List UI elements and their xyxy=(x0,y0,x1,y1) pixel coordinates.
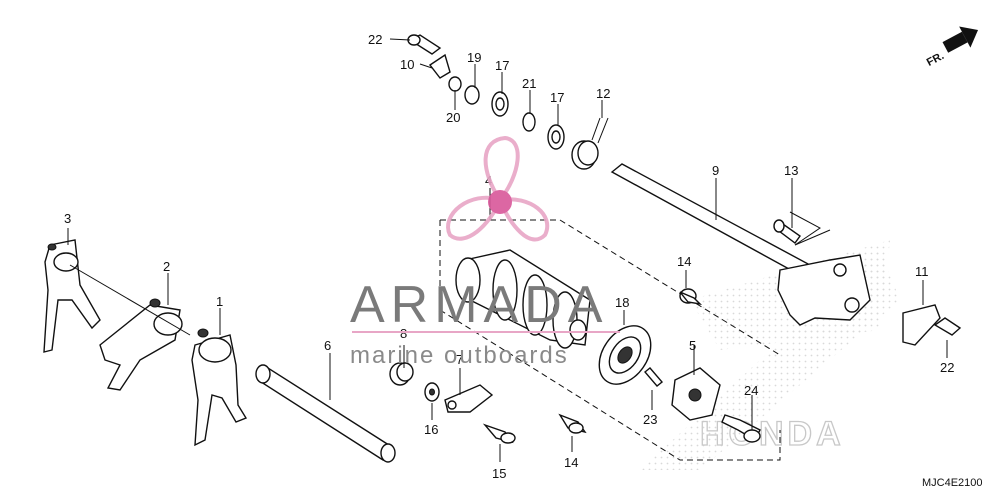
watermark-main: ARMADA xyxy=(350,276,608,334)
stopper-arm-7 xyxy=(444,384,494,413)
collar-19 xyxy=(464,85,480,105)
callout-7: 7 xyxy=(456,352,463,367)
spring-8 xyxy=(389,362,414,386)
callout-20: 20 xyxy=(446,110,460,125)
bolt-22-right xyxy=(933,317,962,336)
bolt-24 xyxy=(721,414,761,443)
washer-17-upper xyxy=(491,91,509,117)
fork-shaft-6 xyxy=(255,364,396,463)
callout-1: 1 xyxy=(216,294,223,309)
callout-22-right: 22 xyxy=(940,360,954,375)
front-direction-arrow-icon xyxy=(942,26,979,53)
bolt-14-upper xyxy=(679,288,703,306)
callout-17-lower: 17 xyxy=(550,90,564,105)
nut-20 xyxy=(448,76,462,92)
callout-18: 18 xyxy=(615,295,629,310)
shift-drum-center-5 xyxy=(671,367,721,421)
gearshift-spindle-9 xyxy=(610,163,871,326)
callout-17-upper: 17 xyxy=(495,58,509,73)
callout-22-top: 22 xyxy=(368,32,382,47)
propeller-logo-icon xyxy=(446,135,550,242)
bolt-13 xyxy=(773,219,801,244)
bolt-15 xyxy=(482,423,516,444)
bracket-10 xyxy=(428,53,451,79)
assembly-outline xyxy=(439,200,831,461)
shift-fork-2 xyxy=(99,298,183,391)
callout-3: 3 xyxy=(64,211,71,226)
callout-2: 2 xyxy=(163,259,170,274)
plate-11 xyxy=(902,304,941,346)
callout-24: 24 xyxy=(744,383,758,398)
washer-17-lower xyxy=(547,124,565,150)
callout-16: 16 xyxy=(424,422,438,437)
callout-21: 21 xyxy=(522,76,536,91)
washer-16 xyxy=(424,382,440,402)
callout-15: 15 xyxy=(492,466,506,481)
callout-5: 5 xyxy=(689,338,696,353)
watermark-sub: marine outboards xyxy=(350,342,569,369)
shift-fork-3 xyxy=(43,239,101,353)
shift-drum-4 xyxy=(455,249,591,349)
return-spring-12 xyxy=(571,117,609,170)
callout-12: 12 xyxy=(596,86,610,101)
callout-labels: 22 10 19 17 21 17 12 20 9 13 4 3 2 1 14 … xyxy=(64,32,954,481)
bearing-18 xyxy=(598,325,652,385)
circlip-21 xyxy=(522,112,536,132)
callout-14-lower: 14 xyxy=(564,455,578,470)
callout-13: 13 xyxy=(784,163,798,178)
shift-fork-1 xyxy=(191,328,248,447)
callout-23: 23 xyxy=(643,412,657,427)
callout-10: 10 xyxy=(400,57,414,72)
callout-14-upper: 14 xyxy=(677,254,691,269)
direction-label: FR. xyxy=(925,50,946,69)
callout-11: 11 xyxy=(915,264,929,279)
bolt-14-lower xyxy=(558,413,587,434)
diagram-code: MJC4E2100 xyxy=(922,477,983,489)
callout-9: 9 xyxy=(712,163,719,178)
callout-6: 6 xyxy=(324,338,331,353)
callout-8: 8 xyxy=(400,326,407,341)
honda-logo-text: HONDA xyxy=(700,415,845,453)
pin-23 xyxy=(643,367,664,387)
bolt-22-top xyxy=(407,34,442,55)
leader-lines xyxy=(67,38,948,462)
callout-19: 19 xyxy=(467,50,481,65)
